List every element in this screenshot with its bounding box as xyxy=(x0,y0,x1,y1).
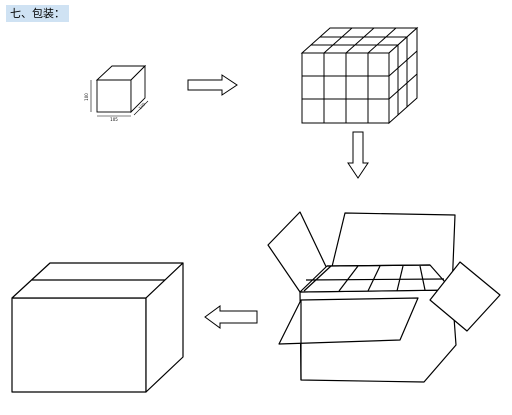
section-heading: 七、包装： xyxy=(6,5,69,22)
arrow-down-icon xyxy=(347,131,369,179)
grouped-boxes-grid xyxy=(300,26,419,125)
closed-carton xyxy=(11,262,184,393)
unit-box-width-label: 105 xyxy=(110,117,118,122)
unit-box-height-label: 100 xyxy=(84,93,89,101)
arrow-right-icon xyxy=(187,74,238,96)
unit-box-depth-label: 100 xyxy=(137,101,146,110)
open-carton xyxy=(267,211,501,383)
arrow-left-icon xyxy=(204,305,258,329)
unit-box xyxy=(90,64,149,117)
